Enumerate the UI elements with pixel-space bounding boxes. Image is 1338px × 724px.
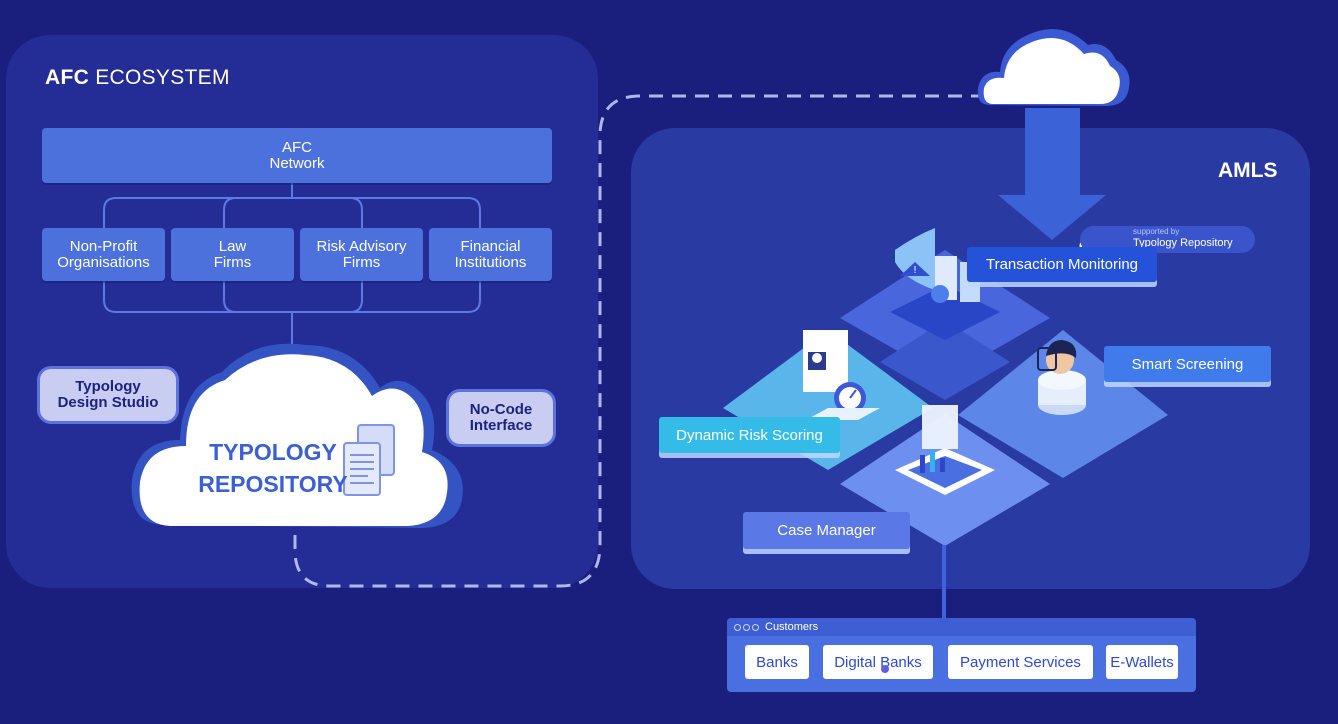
customers-title: Customers bbox=[765, 621, 819, 633]
supported-by-text: supported by bbox=[1133, 227, 1180, 236]
customers-title-row: Customers bbox=[734, 620, 818, 634]
customer-digital-banks: Digital Banks bbox=[823, 645, 933, 679]
supported-repository-text: Typology Repository bbox=[1133, 237, 1233, 249]
transaction-monitoring-label: Transaction Monitoring bbox=[967, 247, 1157, 282]
customer-banks: Banks bbox=[745, 645, 809, 679]
case-manager-icon bbox=[895, 405, 995, 495]
down-arrow bbox=[998, 108, 1106, 240]
amls-title: AMLS bbox=[1218, 159, 1278, 182]
smart-screening-icon bbox=[1037, 340, 1086, 415]
network-connectors bbox=[103, 183, 481, 345]
documents-icon bbox=[343, 424, 395, 496]
dynamic-risk-scoring-icon bbox=[803, 330, 880, 420]
cursor-dot bbox=[881, 665, 889, 673]
smart-screening-label: Smart Screening bbox=[1104, 346, 1271, 382]
typology-repository-label: TYPOLOGY REPOSITORY bbox=[198, 439, 348, 497]
window-dot-icon bbox=[743, 623, 750, 631]
case-manager-label: Case Manager bbox=[743, 512, 910, 549]
cloud-icon bbox=[977, 28, 1130, 107]
customers-header bbox=[727, 618, 1196, 636]
dashed-connector bbox=[293, 94, 985, 588]
transaction-monitoring-icon: ! bbox=[890, 228, 1000, 340]
svg-text:!: ! bbox=[913, 265, 917, 276]
ecosystem-title: AFC ECOSYSTEM bbox=[45, 66, 230, 89]
customer-payment-services: Payment Services bbox=[948, 645, 1093, 679]
customer-e-wallets: E-Wallets bbox=[1106, 645, 1178, 679]
dynamic-risk-scoring-label: Dynamic Risk Scoring bbox=[659, 417, 840, 453]
window-dot-icon bbox=[734, 623, 741, 631]
window-dot-icon bbox=[752, 623, 759, 631]
